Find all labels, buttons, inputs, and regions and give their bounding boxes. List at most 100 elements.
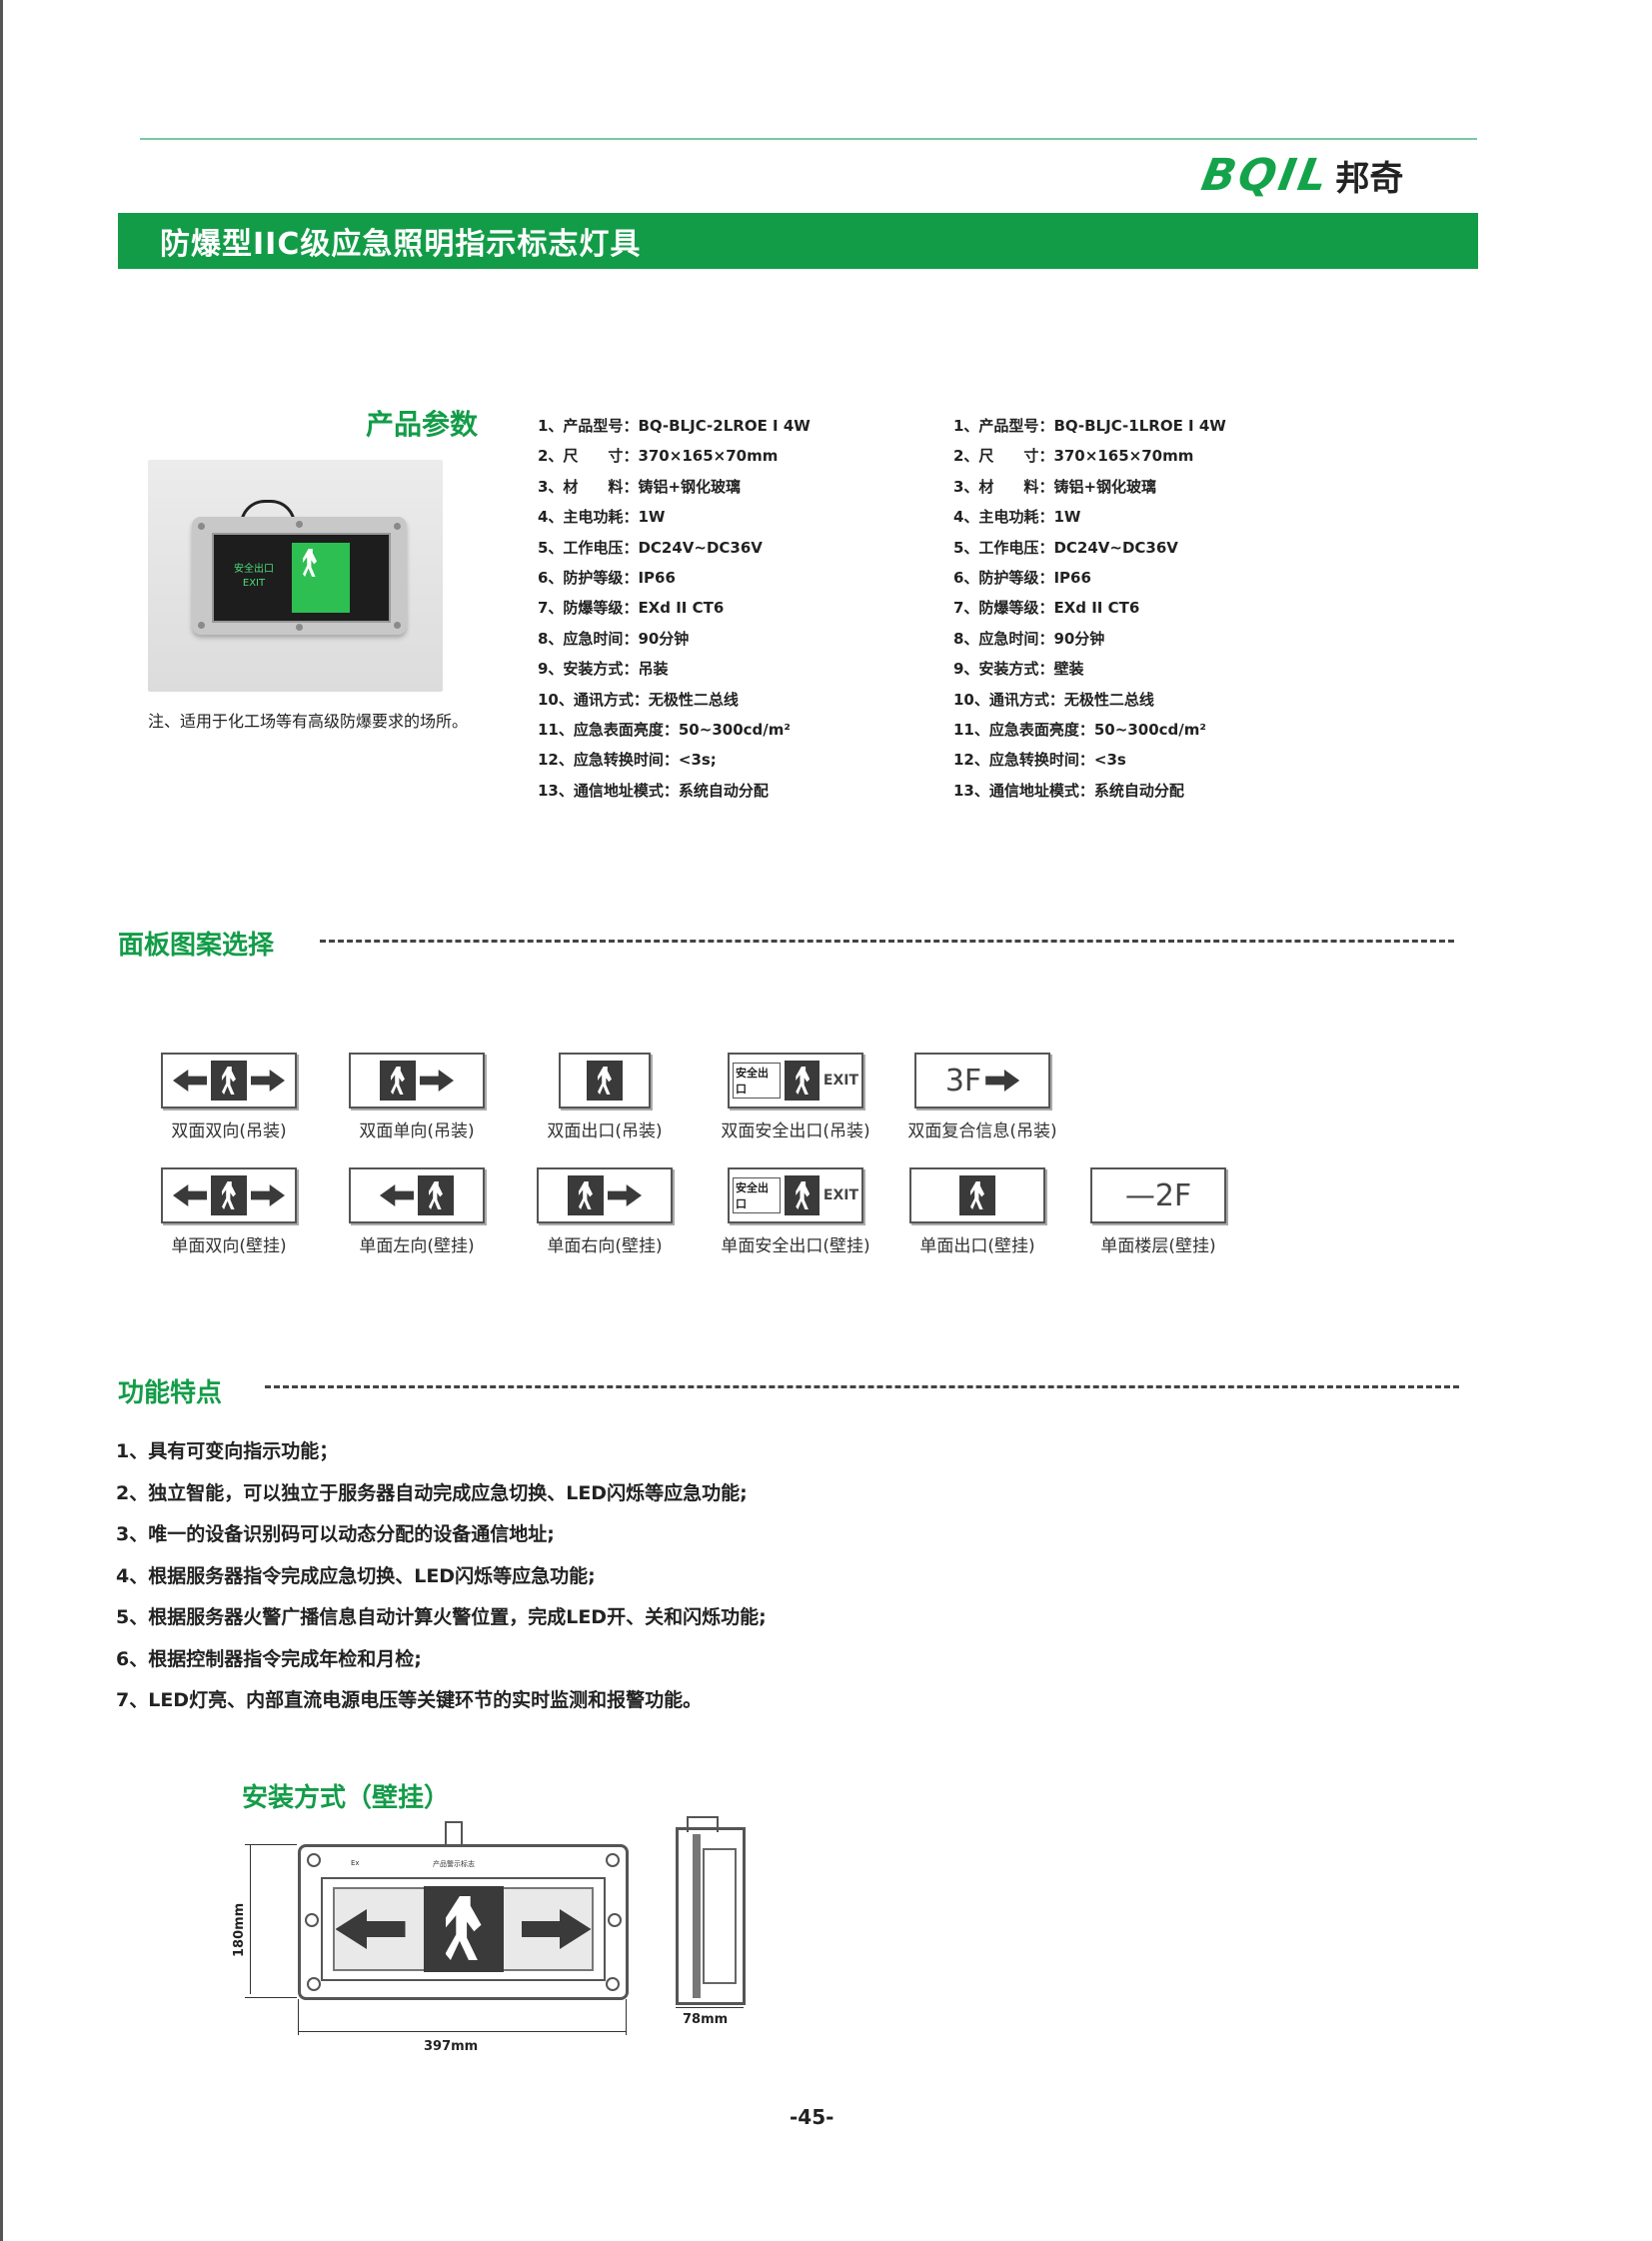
panel-caption: 双面出口(吊装) — [547, 1121, 663, 1141]
install-heading: 安装方式（壁挂） — [242, 1783, 451, 1813]
panel-option[interactable]: —2F 单面楼层(壁挂) — [1074, 1167, 1242, 1256]
arrow-right-icon — [420, 1070, 454, 1092]
dimension-extension — [626, 1999, 627, 2035]
panel-option[interactable]: 单面双向(壁挂) — [145, 1167, 313, 1256]
panels-heading: 面板图案选择 — [118, 931, 275, 961]
ex-mark: Ex — [351, 1859, 360, 1867]
side-view-drawing — [676, 1816, 746, 2005]
panel-option[interactable]: 双面出口(吊装) — [521, 1053, 689, 1141]
spec-item: 6、防护等级：IP66 — [538, 569, 676, 588]
running-man-icon — [785, 1175, 820, 1215]
panel-option[interactable]: 单面右向(壁挂) — [521, 1167, 689, 1256]
running-man-icon — [211, 1175, 247, 1215]
floor-label: —2F — [1124, 1177, 1192, 1213]
features-heading: 功能特点 — [118, 1378, 223, 1408]
safe-exit-label: 安全出口 — [733, 1063, 782, 1099]
spec-column-2: 1、产品型号：BQ-BLJC-1LROE I 4W 2、尺 寸：370×165×… — [953, 411, 1226, 806]
spec-item: 2、尺 寸：370×165×70mm — [953, 447, 1194, 466]
height-dimension-line — [250, 1844, 251, 1994]
panel-option[interactable]: 单面出口(壁挂) — [893, 1167, 1061, 1256]
title-bar: 防爆型IIC级应急照明指示标志灯具 — [118, 213, 1478, 269]
running-man-icon — [959, 1175, 995, 1215]
spec-item: 11、应急表面亮度：50~300cd/m² — [953, 721, 1206, 740]
usage-note: 注、适用于化工场等有高级防爆要求的场所。 — [148, 712, 469, 731]
spec-item: 8、应急时间：90分钟 — [538, 629, 690, 648]
running-man-icon — [418, 1175, 454, 1215]
running-man-icon — [423, 1886, 504, 1972]
panel-option[interactable]: 双面单向(吊装) — [333, 1053, 501, 1141]
bolt-icon — [606, 1853, 620, 1867]
spec-item: 11、应急表面亮度：50~300cd/m² — [538, 721, 791, 740]
fixture-screen-text: 安全出口 EXIT — [224, 563, 284, 591]
running-man-icon — [211, 1061, 247, 1101]
spec-item: 2、尺 寸：370×165×70mm — [538, 447, 779, 466]
feature-item: 3、唯一的设备识别码可以动态分配的设备通信地址; — [116, 1523, 555, 1545]
height-dimension: 180mm — [232, 1902, 247, 1957]
panel-face — [349, 1167, 485, 1223]
spec-item: 10、通讯方式：无极性二总线 — [538, 690, 739, 709]
panel-option[interactable]: 安全出口 EXIT 双面安全出口(吊装) — [712, 1053, 879, 1141]
features-list: 1、具有可变向指示功能； 2、独立智能，可以独立于服务器自动完成应急切换、LED… — [116, 1431, 767, 1722]
panel-caption: 单面出口(壁挂) — [919, 1236, 1035, 1256]
brand-logo: BQIL 邦奇 — [1198, 150, 1404, 201]
dimension-extension — [245, 1844, 297, 1845]
arrow-left-icon — [380, 1184, 414, 1206]
bolt-icon — [307, 1977, 321, 1991]
spec-item: 1、产品型号：BQ-BLJC-2LROE I 4W — [538, 417, 811, 435]
panel-caption: 单面左向(壁挂) — [359, 1236, 475, 1256]
spec-item: 12、应急转换时间：<3s; — [538, 751, 717, 770]
feature-item: 2、独立智能，可以独立于服务器自动完成应急切换、LED闪烁等应急功能; — [116, 1481, 748, 1504]
spec-item: 6、防护等级：IP66 — [953, 569, 1091, 588]
panel-face — [909, 1167, 1045, 1223]
panel-face: 安全出口 EXIT — [728, 1167, 863, 1223]
panel-caption: 单面安全出口(壁挂) — [721, 1236, 870, 1256]
bolt-icon — [296, 624, 303, 631]
page-title: 防爆型IIC级应急照明指示标志灯具 — [160, 227, 642, 262]
spec-item: 3、材 料：铸铝+钢化玻璃 — [953, 477, 1157, 496]
running-man-icon — [568, 1175, 604, 1215]
width-dimension-line — [298, 2031, 626, 2032]
dimension-extension — [298, 1999, 299, 2035]
arrow-left-icon — [173, 1070, 207, 1092]
panel-face — [161, 1053, 297, 1109]
front-view-drawing: Ex 产品警示标志 — [298, 1844, 629, 2000]
panel-option[interactable]: 3F 双面复合信息(吊装) — [898, 1053, 1066, 1141]
panel-face — [161, 1167, 297, 1223]
warning-plate-label: 产品警示标志 — [433, 1860, 475, 1868]
panel-caption: 双面双向(吊装) — [171, 1121, 287, 1141]
spec-column-1: 1、产品型号：BQ-BLJC-2LROE I 4W 2、尺 寸：370×165×… — [538, 411, 811, 806]
depth-dimension-line — [676, 2007, 744, 2008]
spec-item: 1、产品型号：BQ-BLJC-1LROE I 4W — [953, 417, 1226, 435]
page-edge-rule — [0, 0, 3, 2241]
brand-logo-chinese: 邦奇 — [1335, 158, 1404, 199]
exit-label: EXIT — [823, 1073, 858, 1089]
arrow-right-icon — [608, 1184, 642, 1206]
running-man-figure-icon — [292, 543, 350, 613]
front-view-frame — [321, 1877, 606, 1981]
running-man-icon — [292, 543, 350, 613]
page-number: -45- — [790, 2105, 834, 2129]
safe-exit-label: 安全出口 — [733, 1177, 782, 1213]
bolt-icon — [606, 1977, 620, 1991]
panel-option[interactable]: 双面双向(吊装) — [145, 1053, 313, 1141]
arrow-left-icon — [335, 1909, 406, 1949]
panel-caption: 双面安全出口(吊装) — [721, 1121, 870, 1141]
panel-face — [349, 1053, 485, 1109]
spec-item: 3、材 料：铸铝+钢化玻璃 — [538, 477, 742, 496]
spec-item: 13、通信地址模式：系统自动分配 — [953, 781, 1184, 800]
spec-item: 10、通讯方式：无极性二总线 — [953, 690, 1154, 709]
panel-option[interactable]: 安全出口 EXIT 单面安全出口(壁挂) — [712, 1167, 879, 1256]
spec-item: 7、防爆等级：EXd II CT6 — [953, 599, 1140, 618]
panels-divider — [320, 940, 1454, 943]
bolt-icon — [394, 622, 401, 629]
panel-face — [559, 1053, 651, 1109]
panel-option[interactable]: 单面左向(壁挂) — [333, 1167, 501, 1256]
exit-label: EXIT — [823, 1187, 858, 1203]
arrow-right-icon — [251, 1070, 285, 1092]
arrow-right-icon — [251, 1184, 285, 1206]
header-rule — [140, 138, 1477, 140]
side-view-body — [703, 1848, 737, 1984]
running-man-icon — [587, 1061, 623, 1101]
panel-face: 安全出口 EXIT — [728, 1053, 863, 1109]
spec-item: 13、通信地址模式：系统自动分配 — [538, 781, 769, 800]
